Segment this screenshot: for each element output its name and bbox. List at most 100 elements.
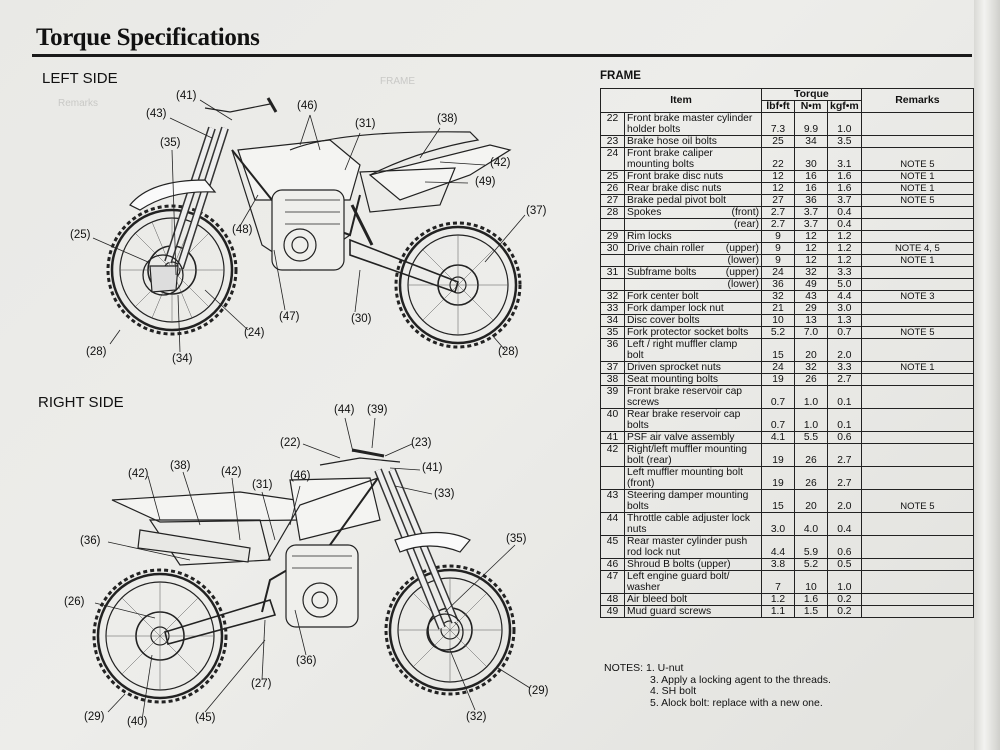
item-text: rod lock nut	[627, 547, 681, 558]
callout-33: (33)	[434, 488, 455, 500]
row-item: PSF air valve assembly	[624, 431, 762, 444]
row-remarks: NOTE 1	[860, 254, 975, 267]
item-text: bolt	[627, 350, 644, 361]
item-text: Rear brake reservoir cap	[627, 409, 741, 420]
item-line: Left engine guard bolt/	[627, 571, 759, 582]
callout-41: (41)	[176, 90, 197, 102]
callout-48: (48)	[232, 224, 253, 236]
row-number: 44	[600, 512, 625, 536]
callout-46b: (46)	[290, 470, 311, 482]
row-remarks	[860, 278, 975, 291]
item-position: (upper)	[725, 243, 759, 254]
value-kgfm: 2.0	[827, 338, 862, 362]
value-nm: 32	[794, 361, 828, 374]
item-position: (lower)	[727, 279, 759, 290]
item-line: Seat mounting bolts	[627, 374, 759, 385]
header-kgfm: kgf•m	[827, 100, 862, 113]
item-line: Fork center bolt	[627, 291, 759, 302]
row-number	[600, 254, 625, 267]
row-item: Subframe bolts(upper)	[624, 266, 762, 279]
value-lbfft: 36	[761, 278, 795, 291]
value-kgfm: 0.6	[827, 535, 862, 559]
item-line: Subframe bolts(upper)	[627, 267, 759, 278]
value-nm: 1.0	[794, 385, 828, 409]
value-kgfm: 1.6	[827, 170, 862, 183]
row-item: Brake hose oil bolts	[624, 135, 762, 148]
callout-43: (43)	[146, 108, 167, 120]
value-kgfm: 3.1	[827, 147, 862, 171]
value-kgfm: 0.1	[827, 385, 862, 409]
value-nm: 29	[794, 302, 828, 315]
item-line: Throttle cable adjuster lock	[627, 513, 759, 524]
value-lbfft: 19	[761, 443, 795, 467]
callout-31: (31)	[355, 118, 376, 130]
item-text: nuts	[627, 524, 647, 535]
note-line: 3. Apply a locking agent to the threads.	[650, 673, 831, 686]
item-line: Spokes(front)	[627, 207, 759, 218]
value-nm: 5.9	[794, 535, 828, 559]
value-lbfft: 19	[761, 466, 795, 490]
value-kgfm: 2.7	[827, 466, 862, 490]
header-torque: Torque	[761, 88, 862, 101]
item-text: Left muffler mounting bolt	[627, 467, 744, 478]
item-text: Steering damper mounting	[627, 490, 749, 501]
row-remarks	[860, 206, 975, 219]
value-kgfm: 1.6	[827, 182, 862, 195]
value-kgfm: 0.1	[827, 408, 862, 432]
callout-36b: (36)	[296, 655, 317, 667]
item-line: holder bolts	[627, 124, 759, 135]
row-number: 49	[600, 605, 625, 618]
value-lbfft: 2.7	[761, 218, 795, 231]
row-remarks	[860, 338, 975, 362]
value-lbfft: 0.7	[761, 385, 795, 409]
row-remarks	[860, 266, 975, 279]
item-line: Left / right muffler clamp	[627, 339, 759, 350]
row-remarks	[860, 408, 975, 432]
item-line: Shroud B bolts (upper)	[627, 559, 759, 570]
item-position: (upper)	[725, 267, 759, 278]
left-side-bike	[106, 97, 522, 349]
value-lbfft: 27	[761, 194, 795, 207]
value-nm: 43	[794, 290, 828, 303]
value-lbfft: 12	[761, 182, 795, 195]
item-text: Shroud B bolts (upper)	[627, 559, 731, 570]
callout-30: (30)	[351, 313, 372, 325]
item-line: Fork damper lock nut	[627, 303, 759, 314]
row-item: Fork protector socket bolts	[624, 326, 762, 339]
row-remarks	[860, 373, 975, 386]
item-text: bolts	[627, 501, 649, 512]
item-line: bolts	[627, 501, 759, 512]
value-kgfm: 0.6	[827, 431, 862, 444]
item-line: nuts	[627, 524, 759, 535]
row-remarks	[860, 558, 975, 571]
item-text: Disc cover bolts	[627, 315, 700, 326]
callout-26: (26)	[64, 596, 85, 608]
callout-42: (42)	[490, 157, 511, 169]
value-lbfft: 19	[761, 373, 795, 386]
row-item: (rear)	[624, 218, 762, 231]
row-number: 37	[600, 361, 625, 374]
motorcycle-line-art	[92, 97, 531, 721]
value-nm: 13	[794, 314, 828, 327]
item-text: Seat mounting bolts	[627, 374, 719, 385]
item-text: Fork protector socket bolts	[627, 327, 749, 338]
item-line: Front brake reservoir cap	[627, 386, 759, 397]
item-text: Left / right muffler clamp	[627, 339, 738, 350]
item-line: Right/left muffler mounting	[627, 444, 759, 455]
callout-22: (22)	[280, 437, 301, 449]
callout-29b: (29)	[528, 685, 549, 697]
item-text: Spokes	[627, 207, 662, 218]
value-kgfm: 0.7	[827, 326, 862, 339]
